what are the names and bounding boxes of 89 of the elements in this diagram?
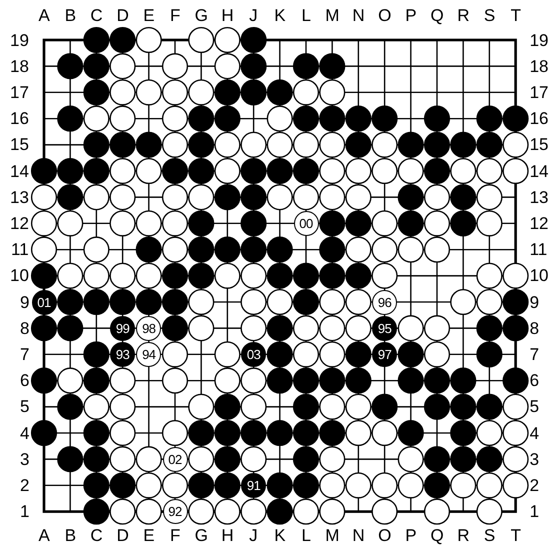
column-coordinate: S	[484, 6, 496, 24]
column-coordinate: Q	[430, 527, 444, 544]
numbered-stone-light: 94	[136, 342, 162, 367]
row-coordinate: 13	[10, 188, 29, 206]
column-coordinate: B	[64, 527, 76, 544]
row-coordinate: 17	[530, 84, 549, 101]
row-coordinate: 1	[530, 503, 540, 520]
column-coordinate: P	[405, 6, 417, 24]
row-coordinate: 13	[530, 188, 549, 206]
column-coordinate: E	[143, 527, 155, 544]
row-coordinate: 7	[530, 346, 540, 363]
column-coordinate: T	[510, 527, 521, 544]
column-coordinate: S	[484, 527, 496, 544]
column-coordinate: K	[274, 6, 286, 24]
row-coordinate: 12	[530, 214, 549, 232]
column-coordinate: F	[170, 6, 180, 24]
row-coordinate: 3	[20, 450, 30, 468]
column-coordinate: O	[378, 527, 392, 544]
column-coordinate: R	[457, 527, 470, 544]
row-coordinate: 19	[10, 32, 29, 48]
row-coordinate: 11	[530, 241, 548, 258]
row-coordinate: 18	[10, 58, 29, 75]
row-coordinate: 8	[530, 320, 540, 337]
column-coordinate: C	[90, 527, 103, 544]
numbered-stone-light: 92	[162, 499, 188, 524]
column-coordinate: H	[221, 527, 234, 544]
column-coordinate: G	[194, 527, 208, 544]
column-coordinate: N	[352, 6, 365, 24]
row-coordinate: 18	[530, 58, 549, 75]
row-coordinate: 9	[530, 294, 540, 310]
row-coordinate: 7	[20, 346, 30, 363]
column-coordinate: M	[325, 527, 340, 544]
column-coordinate: H	[221, 6, 234, 24]
column-coordinate: T	[510, 6, 521, 24]
row-coordinate: 2	[20, 476, 30, 494]
numbered-stone-dark: 01	[32, 290, 56, 314]
column-coordinate: J	[249, 527, 258, 544]
row-coordinate: 12	[10, 214, 29, 232]
row-coordinate: 19	[530, 32, 549, 48]
column-coordinate: L	[302, 527, 311, 544]
column-coordinate: F	[170, 527, 180, 544]
row-coordinate: 6	[20, 372, 30, 390]
numbered-stone-light: 96	[372, 290, 398, 314]
column-coordinate: B	[64, 6, 76, 24]
column-coordinate: M	[325, 6, 340, 24]
numbered-stone-light: 98	[136, 316, 162, 341]
row-coordinate: 5	[20, 398, 30, 416]
column-coordinate: A	[38, 6, 50, 24]
numbered-stone-light: 00	[294, 210, 318, 236]
row-coordinate: 1	[20, 503, 30, 520]
numbered-stone-light: 02	[162, 446, 188, 472]
row-coordinate: 16	[530, 110, 549, 128]
column-coordinate: E	[143, 6, 155, 24]
column-coordinate: Q	[430, 6, 444, 24]
row-coordinate: 6	[530, 372, 540, 390]
numbered-stone-dark: 95	[372, 316, 398, 341]
numbered-stone-dark: 97	[372, 342, 398, 367]
column-coordinate: G	[194, 6, 208, 24]
numbered-stone-dark: 93	[110, 342, 136, 367]
column-coordinate: L	[302, 6, 311, 24]
numbered-stone-dark: 91	[241, 472, 266, 498]
row-coordinate: 4	[20, 424, 30, 442]
row-coordinate: 14	[10, 162, 29, 180]
column-coordinate: R	[457, 6, 470, 24]
column-coordinate: D	[116, 6, 129, 24]
column-coordinate: K	[274, 527, 286, 544]
numbered-stone-dark: 03	[241, 342, 266, 367]
row-coordinate: 10	[10, 267, 29, 284]
row-coordinate: 2	[530, 476, 540, 494]
row-coordinate: 17	[10, 84, 29, 101]
row-coordinate: 15	[530, 136, 549, 154]
row-coordinate: 14	[530, 162, 549, 180]
row-coordinate: 8	[20, 320, 30, 337]
numbered-stone-dark: 99	[110, 316, 136, 341]
row-coordinate: 5	[530, 398, 540, 416]
row-coordinate: 4	[530, 424, 540, 442]
row-coordinate: 3	[530, 450, 540, 468]
row-coordinate: 15	[10, 136, 29, 154]
column-coordinate: C	[90, 6, 103, 24]
column-coordinate: J	[249, 6, 258, 24]
column-coordinate: A	[38, 527, 50, 544]
column-coordinate: N	[352, 527, 365, 544]
row-coordinate: 9	[20, 294, 30, 310]
column-coordinate: P	[405, 527, 417, 544]
row-coordinate: 16	[10, 110, 29, 128]
column-coordinate: D	[116, 527, 129, 544]
row-coordinate: 11	[11, 241, 29, 258]
row-coordinate: 10	[530, 267, 549, 284]
column-coordinate: O	[378, 6, 392, 24]
